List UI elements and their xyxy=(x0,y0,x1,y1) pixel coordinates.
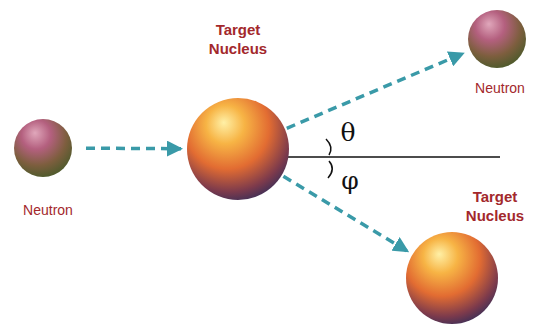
dashed-arrow xyxy=(86,146,181,150)
nucleus-sphere: Target Nucleus xyxy=(187,98,289,200)
node-label: Target Nucleus xyxy=(459,187,531,225)
angle-theta: θ xyxy=(340,119,355,147)
sphere-fill xyxy=(468,10,526,68)
node-label: Neutron xyxy=(475,79,525,97)
sphere-shape xyxy=(187,98,289,200)
angle-phi: φ xyxy=(341,167,359,195)
theta-arc xyxy=(326,139,331,155)
node-label: Neutron xyxy=(23,201,73,219)
sphere-shape xyxy=(406,232,498,324)
sphere-fill xyxy=(406,232,498,324)
sphere-shape xyxy=(468,10,526,68)
nucleus-sphere: Target Nucleus xyxy=(406,232,498,324)
phi-arc xyxy=(328,161,332,178)
sphere-fill xyxy=(187,98,289,200)
neutron-sphere: Neutron xyxy=(14,119,72,177)
sphere-shape xyxy=(14,119,72,177)
node-label: Target Nucleus xyxy=(202,20,274,58)
sphere-fill xyxy=(14,119,72,177)
dashed-arrow xyxy=(287,53,463,128)
reference-line xyxy=(272,156,500,158)
neutron-sphere: Neutron xyxy=(468,10,526,68)
